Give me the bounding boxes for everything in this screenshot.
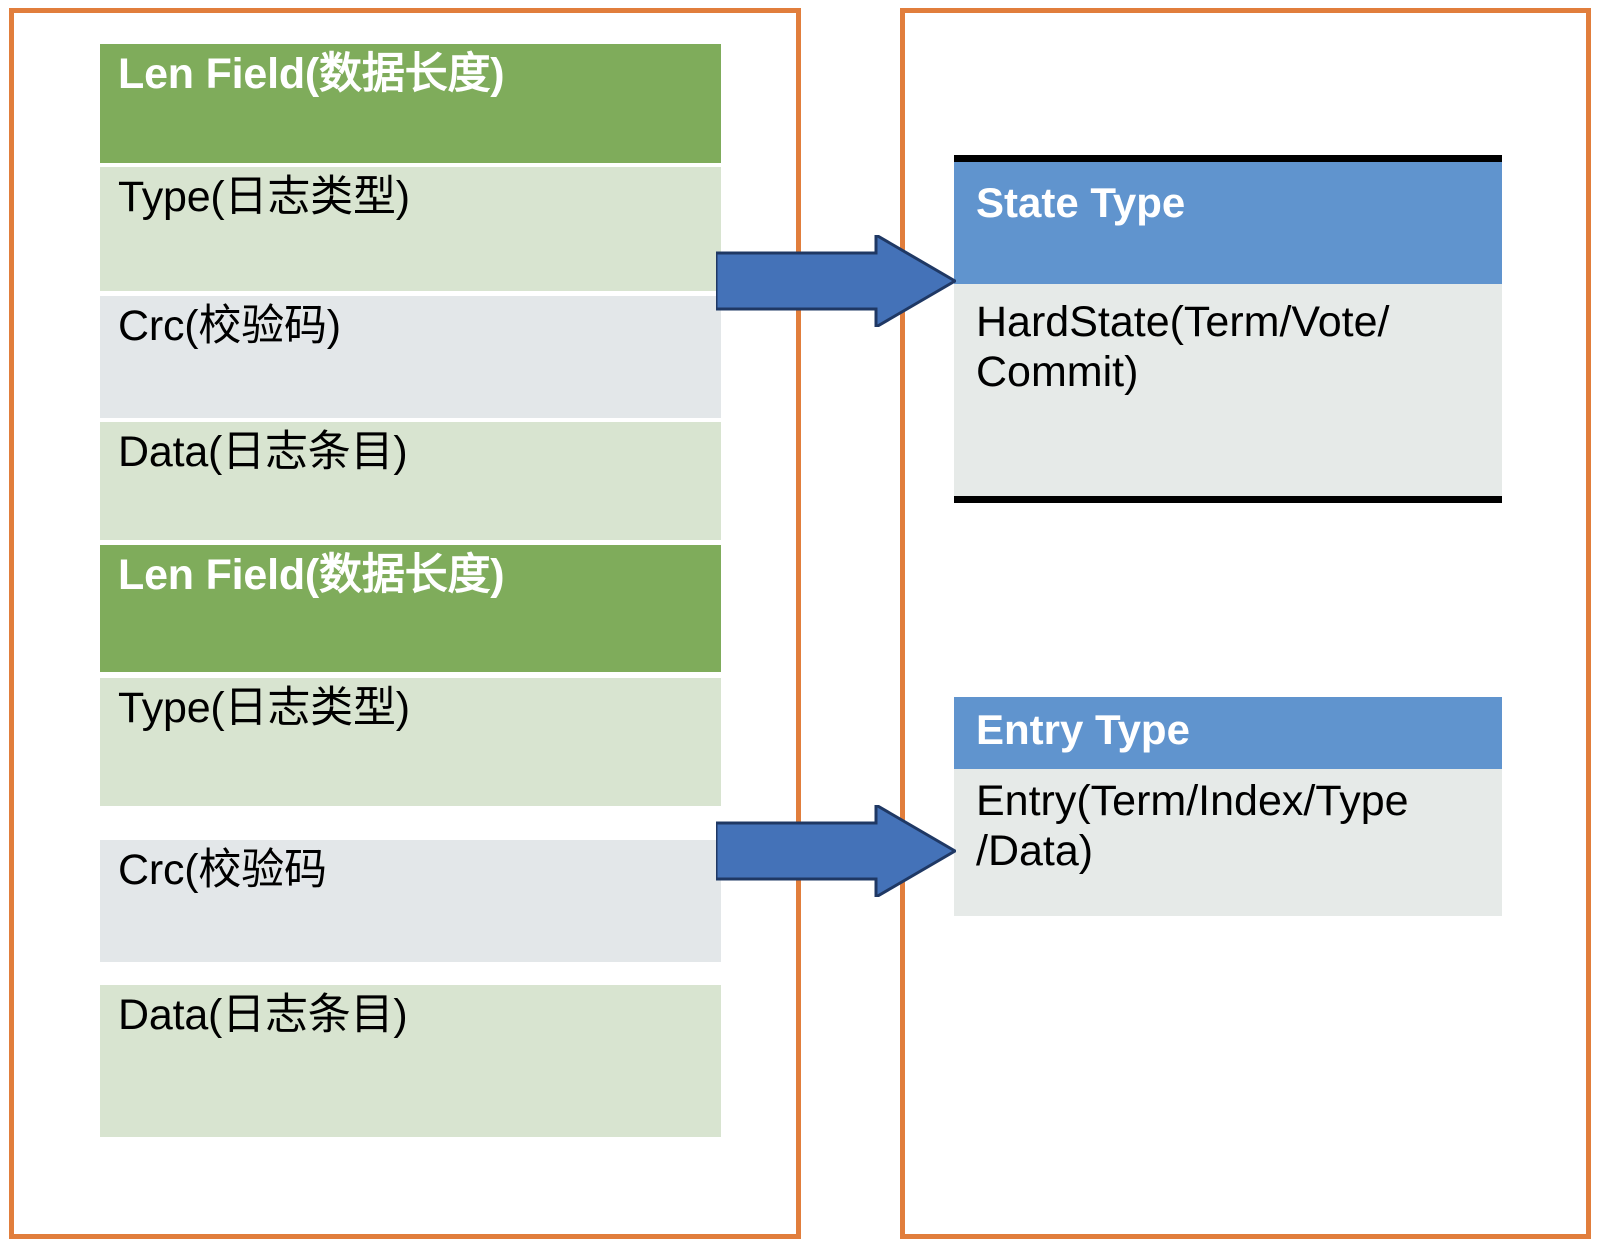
- record-row-label: Crc(校验码): [118, 302, 341, 350]
- record-row-label: Crc(校验码: [118, 846, 327, 894]
- record-row-len-field-1: Len Field(数据长度): [100, 44, 721, 163]
- record-row-label: Type(日志类型): [118, 684, 410, 732]
- entry-type-body: Entry(Term/Index/Type /Data): [954, 769, 1502, 916]
- arrow-to-entry-type: [716, 805, 956, 897]
- left-panel-frame: [9, 8, 801, 1239]
- record-row-label: Data(日志条目): [118, 428, 408, 476]
- arrow-to-state-type-icon: [716, 235, 956, 327]
- record-row-label: Type(日志类型): [118, 173, 410, 221]
- record-row-crc-1: Crc(校验码): [100, 296, 721, 418]
- state-type-body: HardState(Term/Vote/ Commit): [954, 284, 1502, 496]
- record-row-type-2: Type(日志类型): [100, 678, 721, 806]
- record-row-type-1: Type(日志类型): [100, 167, 721, 291]
- record-row-len-field-2: Len Field(数据长度): [100, 545, 721, 672]
- state-type-box: State Type HardState(Term/Vote/ Commit): [954, 155, 1502, 503]
- record-row-label: Len Field(数据长度): [118, 50, 505, 98]
- record-row-data-1: Data(日志条目): [100, 422, 721, 540]
- arrow-to-state-type: [716, 235, 956, 327]
- entry-type-header-label: Entry Type: [976, 706, 1190, 753]
- record-row-label: Data(日志条目): [118, 991, 408, 1039]
- state-type-header: State Type: [954, 162, 1502, 284]
- entry-type-box: Entry Type Entry(Term/Index/Type /Data): [954, 697, 1502, 916]
- state-type-header-label: State Type: [976, 179, 1186, 226]
- record-row-crc-2: Crc(校验码: [100, 840, 721, 962]
- arrow-to-entry-type-icon: [716, 805, 956, 897]
- record-row-label: Len Field(数据长度): [118, 551, 505, 599]
- entry-type-header: Entry Type: [954, 697, 1502, 769]
- right-panel-frame: [900, 8, 1591, 1239]
- record-row-data-2: Data(日志条目): [100, 985, 721, 1137]
